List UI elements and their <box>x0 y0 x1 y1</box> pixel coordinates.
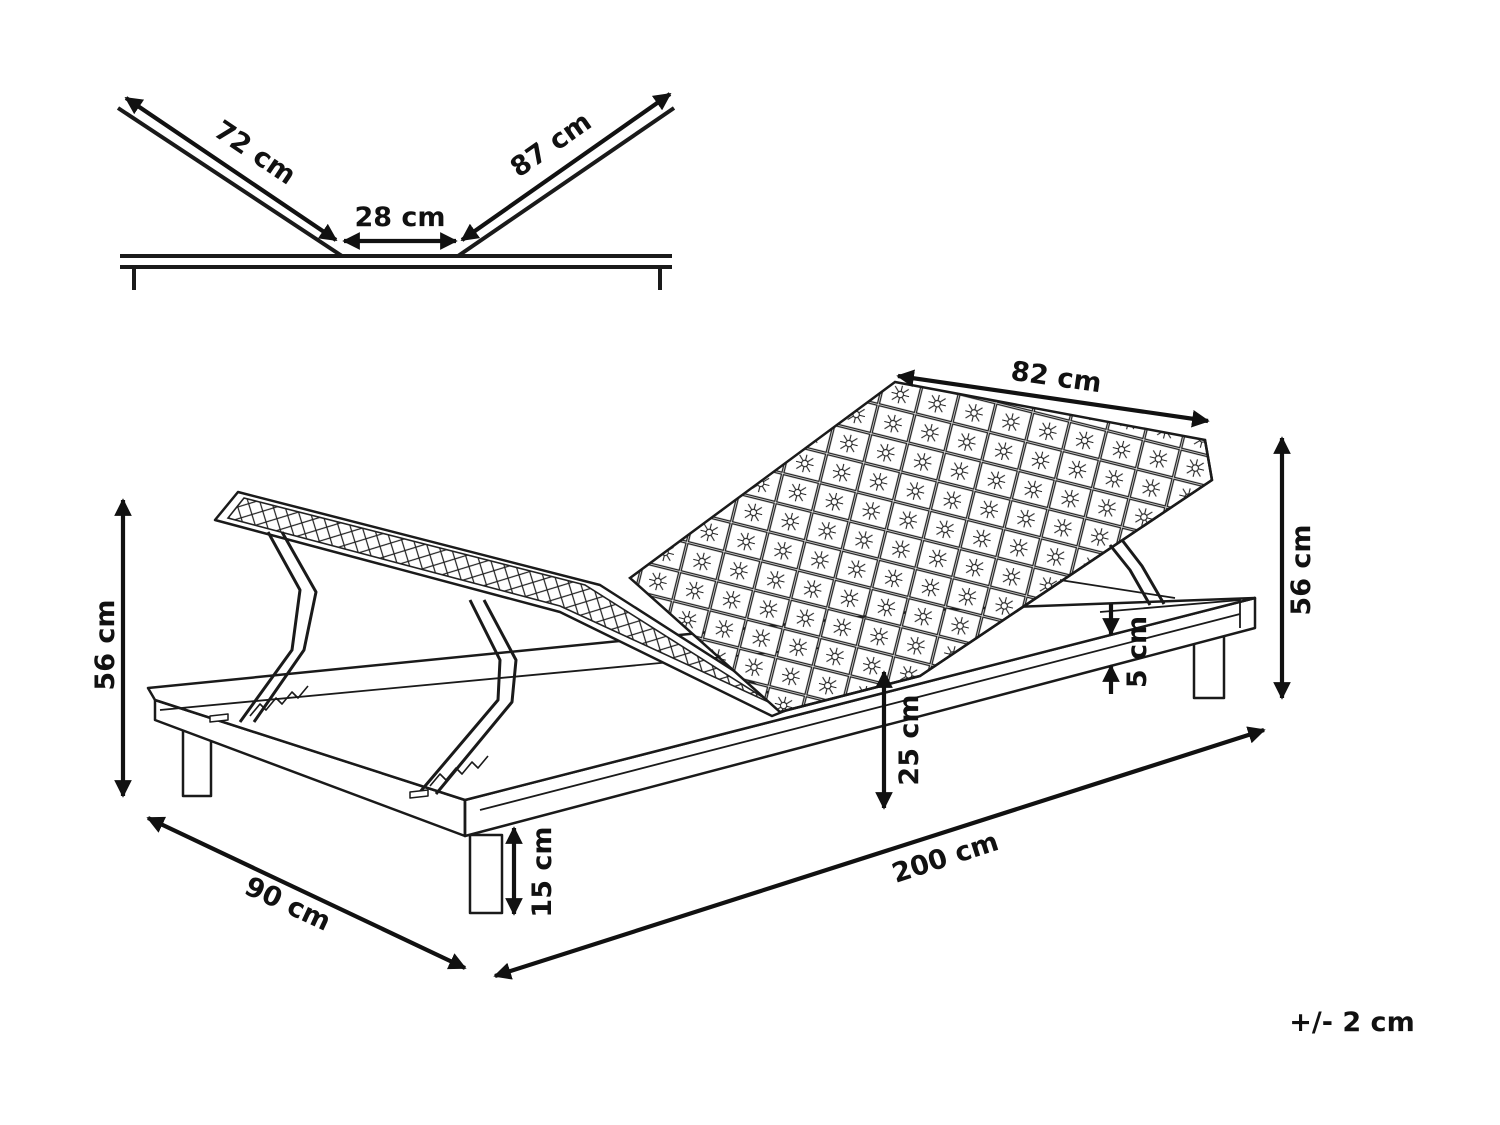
dim-label-28: 28 cm <box>354 202 445 233</box>
dim-arrow-200 <box>493 726 1266 980</box>
dim-label-25: 25 cm <box>894 694 925 785</box>
dim-label-56-left: 56 cm <box>90 599 121 690</box>
dim-arrow-72 <box>124 96 338 242</box>
dim-arrow-90 <box>146 816 467 970</box>
dim-arrow-87 <box>460 92 672 242</box>
bed-drawing <box>146 380 1257 915</box>
dim-label-56-right: 56 cm <box>1286 524 1317 615</box>
dim-label-200: 200 cm <box>888 826 1002 889</box>
dim-label-90: 90 cm <box>240 871 336 938</box>
dim-label-15: 15 cm <box>527 826 558 917</box>
dim-arrow-82 <box>896 369 1210 428</box>
side-profile-drawing: 72 cm 87 cm 28 cm <box>116 92 676 290</box>
dim-label-72: 72 cm <box>208 115 301 192</box>
head-section-mesh <box>226 497 776 706</box>
leg-front-right <box>468 833 504 915</box>
dim-label-5: 5 cm <box>1122 616 1153 688</box>
main-dimensions <box>114 369 1291 980</box>
tolerance-note: +/- 2 cm <box>1289 1007 1414 1038</box>
lift-mechanisms <box>209 531 1176 799</box>
